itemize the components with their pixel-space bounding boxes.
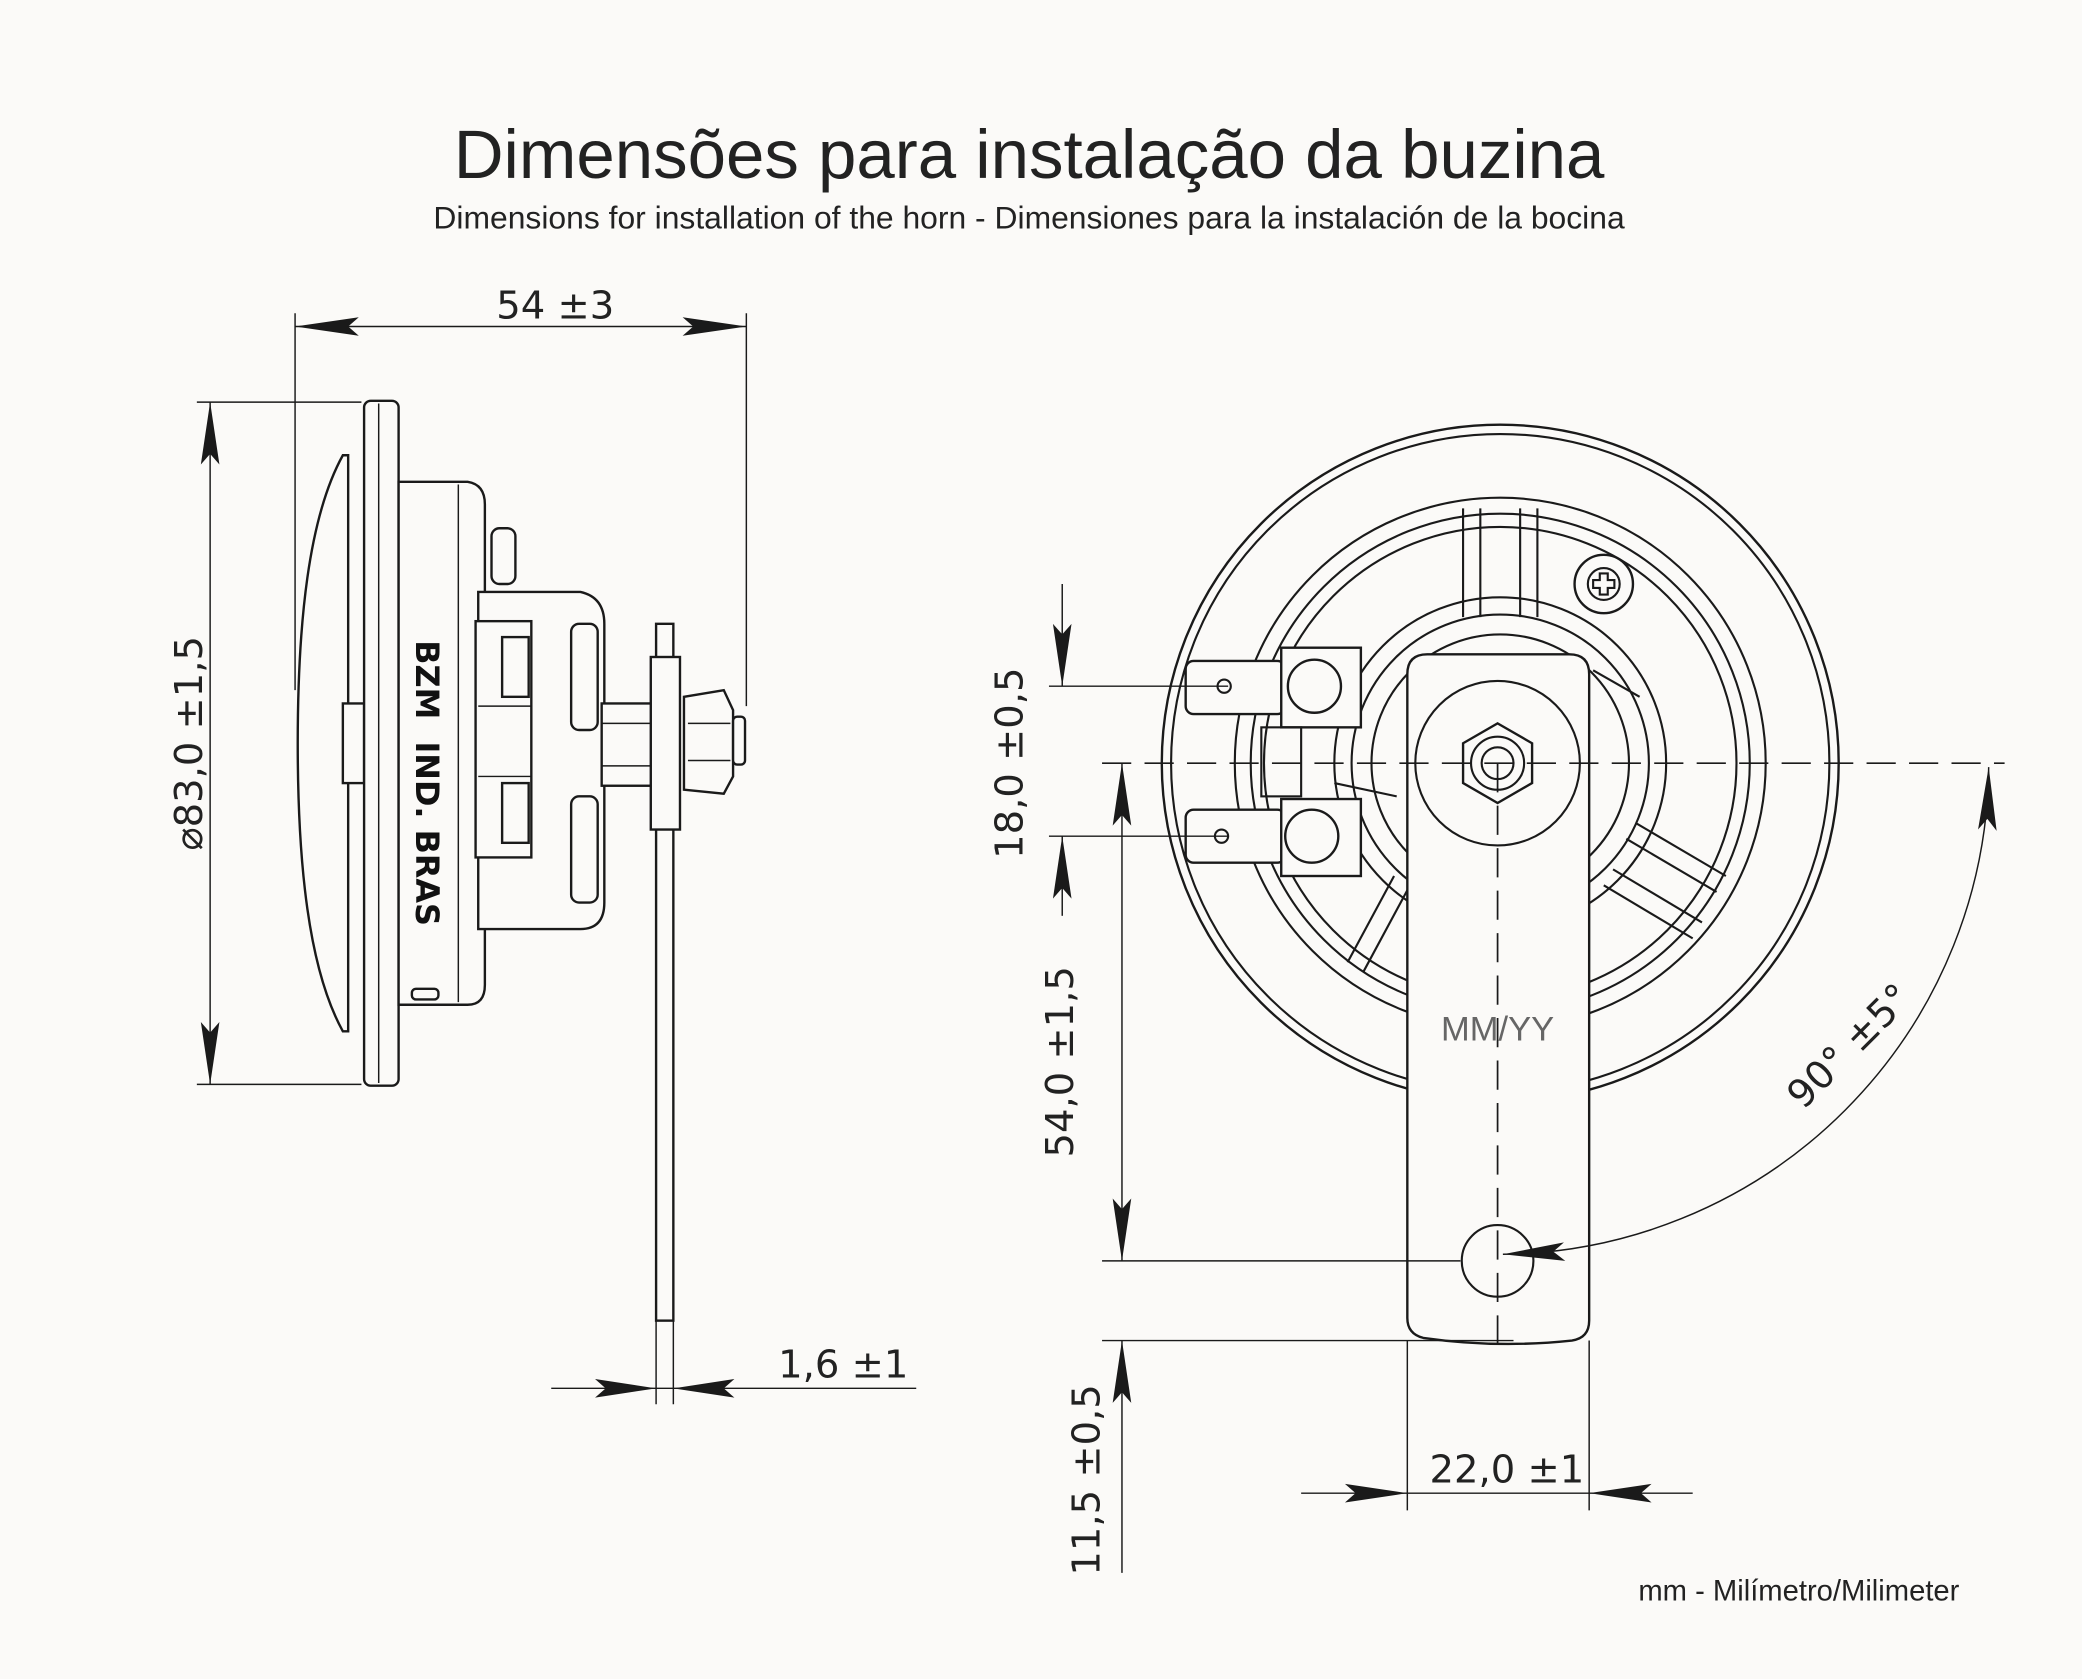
- dimension-hole-distance: 54,0 ±1,5: [1038, 763, 1461, 1262]
- side-view: BZM IND. BRAS: [296, 399, 747, 1322]
- brand-marking: BZM IND. BRAS: [408, 640, 446, 926]
- dimension-bracket-width: 22,0 ±1: [1301, 1340, 1693, 1511]
- page-subtitle: Dimensions for installation of the horn …: [433, 199, 1625, 235]
- terminals: [1184, 646, 1363, 878]
- dimension-diameter: ⌀83,0 ±1,5: [167, 401, 362, 1086]
- hole-distance-label: 54,0 ±1,5: [1038, 966, 1083, 1157]
- terminal-spacing-label: 18,0 ±0,5: [987, 667, 1032, 858]
- front-view: MM/YY: [1102, 423, 2005, 1349]
- dimension-terminal-spacing: 18,0 ±0,5: [987, 584, 1229, 916]
- bracket-width-label: 22,0 ±1: [1430, 1448, 1585, 1493]
- thickness-dimension-label: 1,6 ±1: [778, 1343, 908, 1388]
- dimension-bracket-thickness: 1,6 ±1: [551, 1320, 917, 1405]
- diameter-dimension-label: ⌀83,0 ±1,5: [167, 636, 212, 851]
- phillips-screw-icon: [1573, 553, 1635, 615]
- dimension-hole-edge: 11,5 ±0,5: [1064, 1339, 1514, 1576]
- page-title: Dimensões para instalação da buzina: [454, 116, 1605, 193]
- length-dimension-label: 54 ±3: [496, 284, 614, 329]
- dimension-length: 54 ±3: [294, 284, 748, 707]
- units-note: mm - Milímetro/Milimeter: [1638, 1576, 1959, 1608]
- hole-edge-label: 11,5 ±0,5: [1064, 1384, 1109, 1575]
